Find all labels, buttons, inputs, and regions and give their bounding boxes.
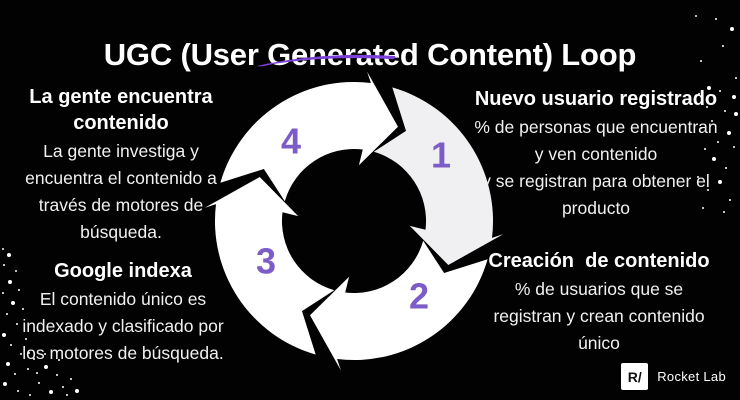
rocket-lab-logo: R/ Rocket Lab — [621, 363, 726, 390]
step-description: % de personas que encuentran y ven conte… — [474, 117, 718, 218]
star-noise-right — [695, 15, 697, 17]
loop-step-number: 4 — [281, 121, 301, 162]
star-noise-bottom-left — [28, 352, 30, 354]
rocket-lab-logo-icon: R/ — [621, 363, 649, 390]
step-block-la-gente-encuentra-contenido: La gente encuentra contenido La gente in… — [6, 84, 236, 246]
star-noise-left — [2, 248, 4, 250]
step-description: % de usuarios que se registran y crean c… — [493, 279, 705, 353]
step-block-nuevo-usuario-registrado: Nuevo usuario registrado % de personas q… — [452, 86, 740, 222]
step-block-google-indexa: Google indexa El contenido único es inde… — [2, 258, 244, 367]
step-description: El contenido único es indexado y clasifi… — [22, 289, 224, 363]
page-title: UGC (User Generated Content) Loop — [103, 36, 637, 72]
logo-mark: R/ — [627, 368, 642, 385]
step-title: Creación de contenido — [488, 250, 710, 272]
step-title: La gente encuentra contenido — [29, 86, 213, 134]
step-title: Nuevo usuario registrado — [474, 88, 718, 110]
loop-step-number: 3 — [256, 241, 276, 282]
logo-name: Rocket Lab — [657, 369, 726, 384]
loop-segment-3 — [204, 177, 335, 355]
step-description: La gente investiga y encuentra el conten… — [25, 141, 217, 242]
step-title: Google indexa — [54, 260, 192, 282]
loop-segment-1 — [373, 87, 504, 266]
loop-step-number: 2 — [409, 276, 429, 317]
loop-arrow-segments — [204, 71, 504, 371]
loop-segment-4 — [220, 71, 398, 202]
loop-segment-2 — [310, 240, 488, 371]
title-underline-swoosh — [257, 54, 396, 67]
step-block-creacion-de-contenido: Creación de contenido % de usuarios que … — [458, 248, 740, 357]
loop-step-numbers: 1 2 3 4 — [256, 121, 451, 317]
loop-step-number: 1 — [431, 135, 451, 176]
